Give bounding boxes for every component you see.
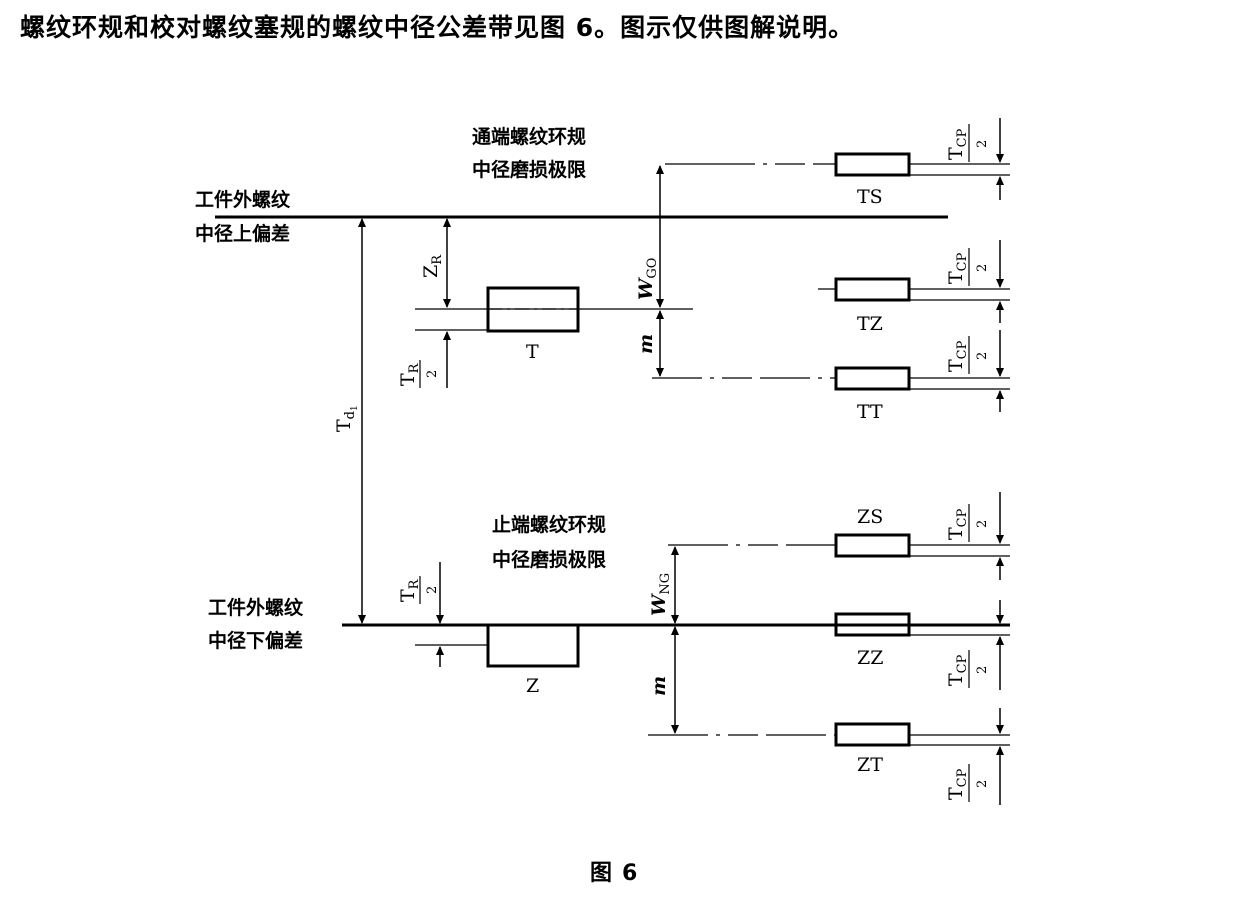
tcp2-label-tz: TCP 2 [945, 248, 990, 286]
tcp2-label-ts: TCP 2 [945, 124, 990, 162]
zone-box-z [486, 623, 580, 668]
zone-box-zt [834, 722, 911, 747]
zone-label-ts: TS [857, 186, 883, 208]
zone-box-zz [834, 612, 911, 637]
ng-wear-label-line2: 中径磨损极限 [492, 548, 606, 571]
lower-deviation-label-line2: 中径下偏差 [208, 629, 303, 652]
svg-text:TCP: TCP [945, 252, 970, 284]
svg-text:TR: TR [397, 578, 422, 602]
ng-wear-label-line1: 止端螺纹环规 [492, 513, 606, 536]
tr2-upper-label: TR 2 [397, 360, 440, 388]
zone-box-zs [834, 533, 911, 558]
lower-deviation-label-line1: 工件外螺纹 [208, 596, 304, 619]
svg-text:Td1: Td1 [333, 405, 360, 432]
tcp2-label-zt: TCP 2 [945, 764, 990, 802]
go-wear-label-line2: 中径磨损极限 [472, 158, 586, 181]
zone-label-tt: TT [857, 401, 883, 423]
svg-text:TCP: TCP [945, 654, 970, 686]
zone-label-t: T [526, 341, 539, 363]
svg-text:ZR: ZR [420, 254, 445, 278]
td-label: Td1 [333, 405, 360, 432]
svg-text:2: 2 [975, 352, 990, 360]
tcp2-label-zs: TCP 2 [945, 504, 990, 542]
svg-text:TCP: TCP [945, 128, 970, 160]
zr-label: ZR [420, 254, 445, 278]
upper-deviation-label-line2: 中径上偏差 [195, 222, 290, 245]
intro-text: 螺纹环规和校对螺纹塞规的螺纹中径公差带见图 6。图示仅供图解说明。 [20, 13, 855, 42]
zone-label-z: Z [526, 675, 539, 697]
svg-text:TCP: TCP [945, 768, 970, 800]
svg-text:2: 2 [975, 520, 990, 528]
zone-box-tt [834, 366, 911, 391]
svg-text:2: 2 [425, 586, 440, 594]
wng-label: WNG [648, 573, 673, 616]
svg-text:2: 2 [975, 140, 990, 148]
svg-text:2: 2 [975, 264, 990, 272]
upper-deviation-label-line1: 工件外螺纹 [195, 188, 291, 211]
m-lower-label: m [648, 676, 670, 696]
svg-text:2: 2 [975, 780, 990, 788]
zone-box-ts [834, 152, 911, 177]
wgo-label: WGO [635, 258, 660, 300]
zone-label-tz: TZ [857, 313, 883, 335]
tr2-lower-label: TR 2 [397, 576, 440, 604]
svg-text:WNG: WNG [648, 573, 673, 616]
svg-text:WGO: WGO [635, 258, 660, 300]
svg-text:TR: TR [397, 362, 422, 386]
zone-label-zt: ZT [857, 754, 883, 776]
tcp2-label-tt: TCP 2 [945, 336, 990, 374]
zone-label-zs: ZS [857, 506, 883, 528]
go-wear-label-line1: 通端螺纹环规 [472, 125, 586, 148]
zone-label-zz: ZZ [857, 647, 883, 669]
svg-text:TCP: TCP [945, 508, 970, 540]
svg-text:2: 2 [425, 370, 440, 378]
svg-text:TCP: TCP [945, 340, 970, 372]
m-upper-label: m [635, 334, 657, 354]
svg-text:m: m [648, 676, 670, 696]
svg-text:2: 2 [975, 666, 990, 674]
svg-text:m: m [635, 334, 657, 354]
tcp2-label-zz: TCP 2 [945, 650, 990, 688]
zone-box-tz [834, 277, 911, 302]
